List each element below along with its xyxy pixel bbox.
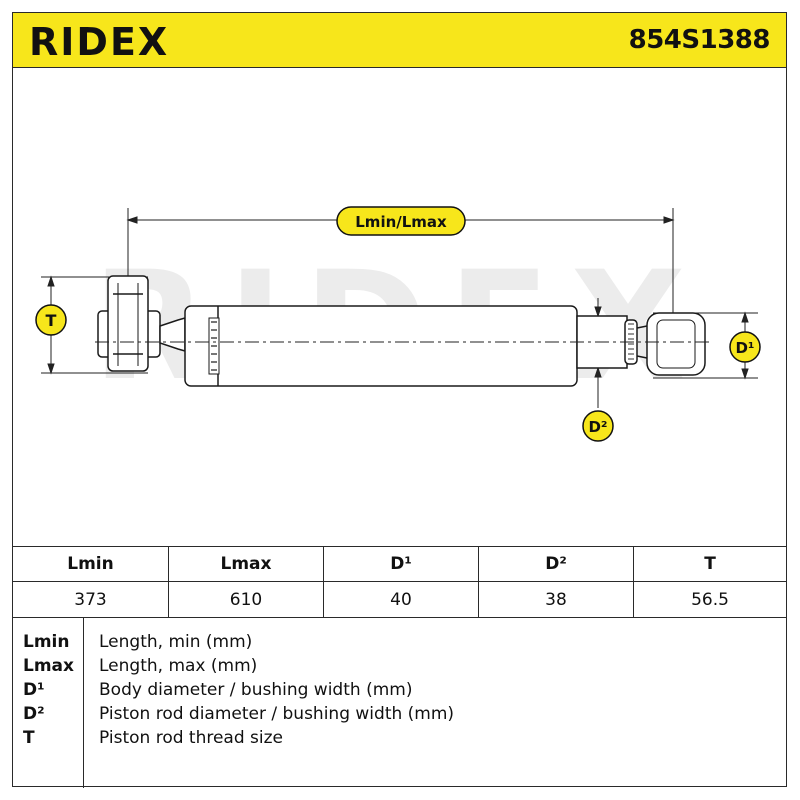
legend-abbr: D¹: [23, 680, 45, 700]
spec-value-lmax: 610: [168, 582, 323, 617]
spec-header-lmax: Lmax: [168, 547, 323, 582]
spec-value-d1: 40: [323, 582, 478, 617]
shock-body: [184, 305, 578, 387]
thread-badge: T: [35, 304, 67, 336]
product-sheet: RIDEX 854S1388 RIDEX Lmin/Lmax T: [12, 12, 787, 788]
spec-value-d2: 38: [478, 582, 633, 617]
svg-text:RIDEX: RIDEX: [29, 21, 169, 61]
body-diameter-badge: D¹: [729, 331, 761, 363]
legend-desc: Piston rod thread size: [99, 728, 284, 748]
spec-value-t: 56.5: [633, 582, 786, 617]
rod-diameter-badge: D²: [582, 410, 614, 442]
spec-header-lmin: Lmin: [13, 547, 168, 582]
spec-table: Lmin Lmax D¹ D² T 373 610 40 38 56.5: [13, 546, 786, 618]
legend-desc: Piston rod diameter / bushing width (mm): [99, 704, 455, 724]
legend-abbr: T: [23, 728, 35, 748]
svg-text:D¹: D¹: [735, 339, 754, 357]
legend: Lmin Length, min (mm) Lmax Length, max (…: [13, 618, 786, 788]
spec-header-d2: D²: [478, 547, 633, 582]
svg-text:D²: D²: [588, 418, 607, 436]
legend-divider: [83, 618, 84, 788]
svg-text:Lmin/Lmax: Lmin/Lmax: [355, 213, 447, 231]
shock-absorber-drawing: RIDEX Lmin/Lmax T: [35, 206, 761, 442]
legend-desc: Length, min (mm): [99, 632, 253, 652]
rod-diameter-dimension: [594, 298, 602, 408]
spec-header-d1: D¹: [323, 547, 478, 582]
spec-value-lmin: 373: [74, 589, 107, 610]
legend-abbr: Lmax: [23, 656, 74, 676]
ridex-logo: RIDEX: [29, 21, 169, 61]
legend-abbr: Lmin: [23, 632, 70, 652]
shock-absorber: [97, 275, 706, 387]
legend-desc: Length, max (mm): [99, 656, 258, 676]
header-bar: RIDEX 854S1388: [13, 13, 786, 68]
part-number: 854S1388: [628, 25, 771, 55]
legend-desc: Body diameter / bushing width (mm): [99, 680, 413, 700]
length-badge: Lmin/Lmax: [336, 206, 466, 236]
svg-text:T: T: [46, 311, 57, 330]
legend-abbr: D²: [23, 704, 45, 724]
spec-header-t: T: [633, 547, 786, 582]
